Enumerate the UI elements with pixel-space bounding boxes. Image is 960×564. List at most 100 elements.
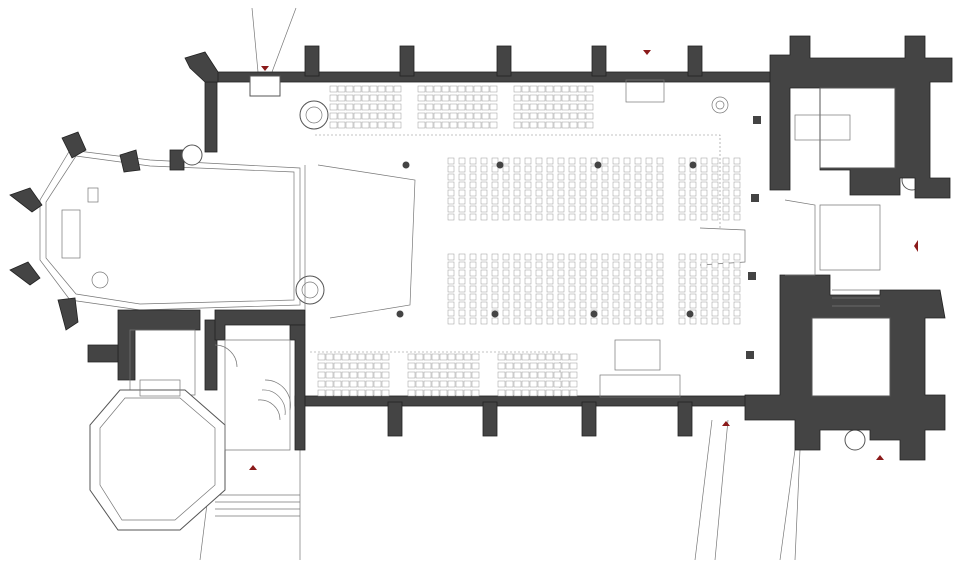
- pew-seat: [700, 285, 708, 293]
- pew-seat: [447, 371, 456, 379]
- pew-seat: [385, 112, 394, 120]
- pew-seat: [579, 205, 587, 213]
- entrance-marker-icon: [914, 240, 918, 252]
- pew-seat: [568, 301, 576, 309]
- pew-seat: [700, 165, 708, 173]
- pew-seat: [393, 112, 402, 120]
- pew-seat: [458, 165, 466, 173]
- pew-seat: [447, 253, 455, 261]
- pew-seat: [491, 253, 499, 261]
- pew-seat: [733, 173, 741, 181]
- pew-seat: [502, 189, 510, 197]
- pew-seat: [579, 277, 587, 285]
- pew-seat: [569, 371, 578, 379]
- pew-seat: [537, 371, 546, 379]
- pew-seat: [491, 197, 499, 205]
- pew-seat: [535, 301, 543, 309]
- pew-seat: [469, 205, 477, 213]
- pew-seat: [545, 371, 554, 379]
- pew-seat: [645, 165, 653, 173]
- pew-seat: [381, 380, 390, 388]
- pew-seat: [513, 293, 521, 301]
- pew-seat: [345, 112, 354, 120]
- northwest-porch: [184, 51, 281, 97]
- pew-seat: [471, 353, 480, 361]
- pew-seat: [345, 121, 354, 129]
- pew-seat: [557, 181, 565, 189]
- pew-seat: [417, 112, 426, 120]
- pew-seat: [590, 285, 598, 293]
- pew-seat: [612, 157, 620, 165]
- pew-seat: [407, 371, 416, 379]
- pew-seat: [521, 362, 530, 370]
- pew-seat: [623, 277, 631, 285]
- font-icon: [711, 96, 729, 114]
- pew-seat: [546, 277, 554, 285]
- pew-seat: [513, 269, 521, 277]
- pew-seat: [612, 165, 620, 173]
- pew-seat: [491, 293, 499, 301]
- pew-seat: [471, 371, 480, 379]
- pew-seat: [524, 301, 532, 309]
- pew-seat: [623, 173, 631, 181]
- pew-seat: [568, 253, 576, 261]
- pew-seat: [700, 293, 708, 301]
- pew-seat: [722, 181, 730, 189]
- pew-seat: [601, 181, 609, 189]
- pew-seat: [553, 353, 562, 361]
- pew-seat: [480, 261, 488, 269]
- pew-seat: [568, 285, 576, 293]
- pew-seat: [634, 261, 642, 269]
- pew-seat: [733, 309, 741, 317]
- pew-seat: [480, 205, 488, 213]
- pew-seat: [377, 121, 386, 129]
- approach-paths: [199, 7, 801, 561]
- pew-seat: [489, 112, 498, 120]
- pew-seat: [513, 253, 521, 261]
- pew-seat: [568, 293, 576, 301]
- entrance-marker-icon: [722, 421, 730, 426]
- pew-seat: [645, 269, 653, 277]
- pew-seat: [385, 121, 394, 129]
- pew-seat: [502, 157, 510, 165]
- pew-seat: [585, 85, 594, 93]
- pew-seat: [612, 213, 620, 221]
- pew-seat: [502, 205, 510, 213]
- pew-seat: [623, 309, 631, 317]
- pew-seat: [645, 173, 653, 181]
- pew-seat: [545, 380, 554, 388]
- pew-seat: [329, 94, 338, 102]
- pew-seat: [513, 309, 521, 317]
- pew-seat: [458, 213, 466, 221]
- pew-seat: [545, 85, 554, 93]
- pew-seat: [513, 205, 521, 213]
- pew-seat: [656, 309, 664, 317]
- pew-seat: [689, 269, 697, 277]
- pew-seat: [557, 205, 565, 213]
- pew-seat: [345, 103, 354, 111]
- pew-seat: [577, 121, 586, 129]
- pew-seat: [455, 380, 464, 388]
- pew-seat: [601, 205, 609, 213]
- octagonal-chapel: [89, 389, 226, 531]
- pew-seat: [645, 181, 653, 189]
- pew-seat: [513, 94, 522, 102]
- pew-seat: [502, 293, 510, 301]
- pew-seat: [505, 389, 514, 397]
- pew-seat: [568, 261, 576, 269]
- pew-seat: [365, 389, 374, 397]
- pew-seat: [480, 157, 488, 165]
- pew-seat: [502, 197, 510, 205]
- pew-seat: [733, 165, 741, 173]
- pew-seat: [431, 362, 440, 370]
- pew-seat: [447, 389, 456, 397]
- pew-seat: [491, 181, 499, 189]
- pew-seat: [678, 301, 686, 309]
- pew-seat: [579, 309, 587, 317]
- pew-seat: [458, 181, 466, 189]
- pew-seat: [497, 380, 506, 388]
- pew-seat: [502, 285, 510, 293]
- pew-seat: [365, 371, 374, 379]
- pew-seat: [711, 261, 719, 269]
- pew-seat: [722, 205, 730, 213]
